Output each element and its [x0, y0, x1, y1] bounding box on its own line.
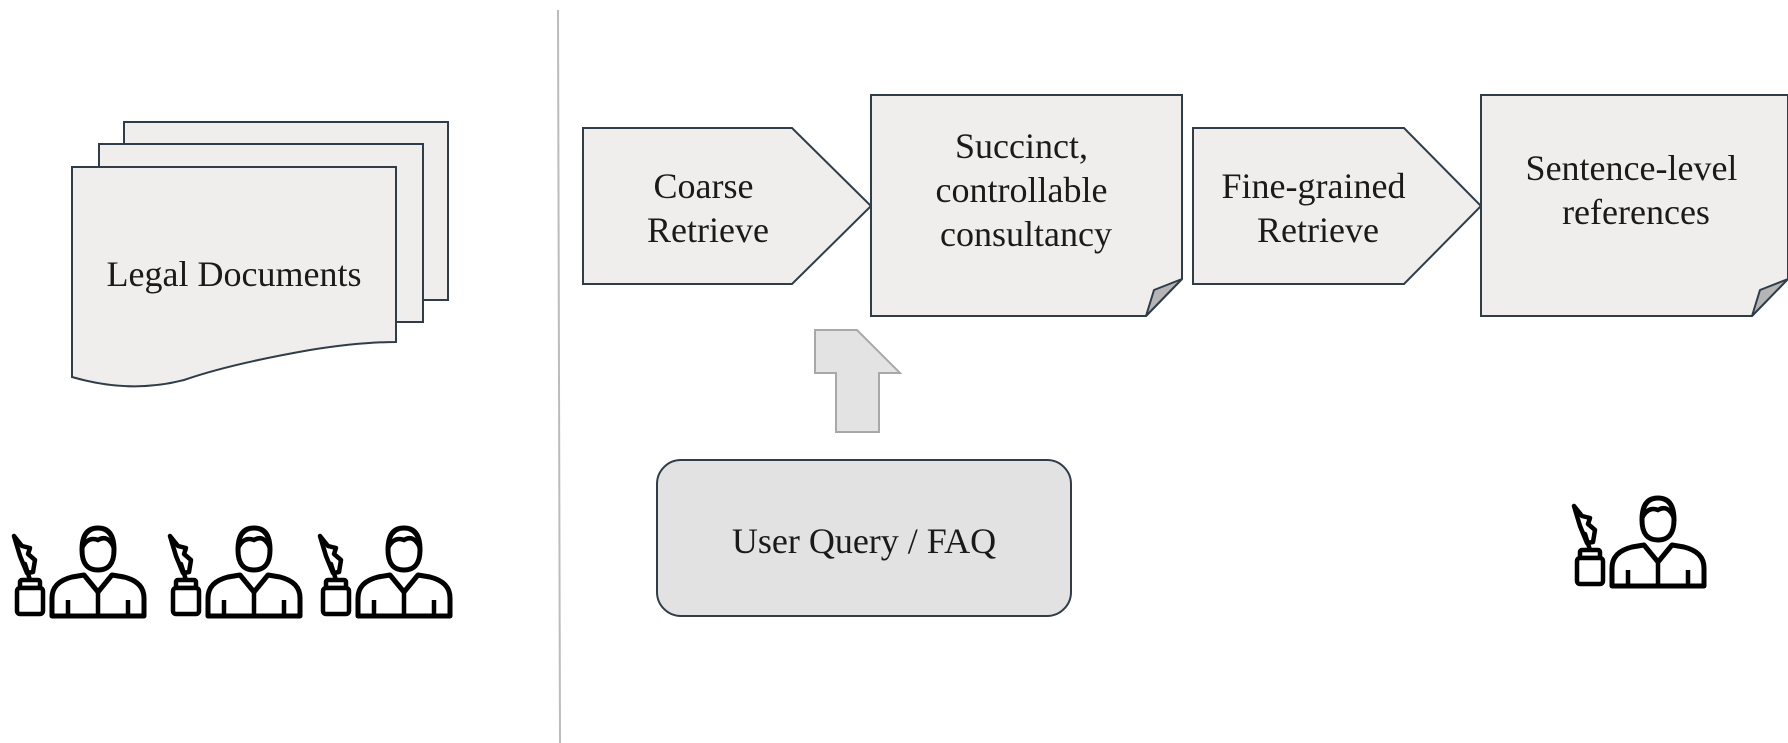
lawyer-icon — [320, 528, 450, 616]
legal-documents-stack: Legal Documents — [71, 121, 449, 388]
user-query-box: User Query / FAQ — [656, 459, 1072, 617]
references-label-line1: Sentence-level — [1526, 148, 1738, 188]
svg-text:Sentence-level reference: Sentence-level references — [1526, 148, 1747, 232]
fine-grained-retrieve-step: Fine-grained Retrieve — [1192, 127, 1483, 285]
lawyer-icon — [170, 528, 300, 616]
up-arrow-icon — [814, 329, 903, 433]
coarse-retrieve-label-line1: Coarse — [654, 166, 754, 206]
consultancy-label-line2: controllable — [936, 170, 1108, 210]
consultancy-label-line3: consultancy — [940, 214, 1112, 254]
consultancy-output-note: Succinct, controllable consultancy — [870, 94, 1183, 317]
lawyer-icon — [14, 528, 144, 616]
coarse-retrieve-step: Coarse Retrieve — [582, 127, 873, 285]
references-label-line2: references — [1562, 192, 1710, 232]
fine-retrieve-label-line1: Fine-grained — [1222, 166, 1406, 206]
consultancy-label-line1: Succinct, — [955, 126, 1088, 166]
legal-documents-label: Legal Documents — [107, 254, 362, 294]
fine-retrieve-label-line2: Retrieve — [1257, 210, 1379, 250]
coarse-retrieve-label-line2: Retrieve — [647, 210, 769, 250]
user-query-label: User Query / FAQ — [732, 521, 996, 561]
references-output-note: Sentence-level references — [1480, 94, 1788, 317]
lawyer-icon — [1574, 498, 1704, 586]
svg-text:Succinct, controllable: Succinct, controllable consultancy — [936, 126, 1117, 254]
svg-text:Fine-grained Retrieve: Fine-grained Retrieve — [1222, 166, 1415, 250]
panel-divider — [557, 9, 561, 743]
svg-text:Coarse Retrieve: Coarse Retrieve — [647, 166, 769, 250]
